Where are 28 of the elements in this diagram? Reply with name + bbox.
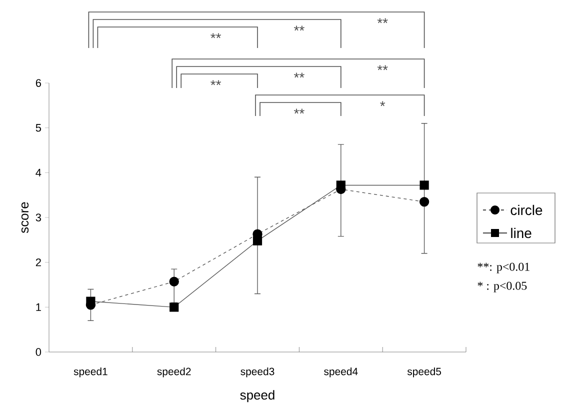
x-tick-label: speed4 <box>324 368 358 378</box>
note: **: p<0.01 <box>478 262 530 274</box>
significance-label: ** <box>377 18 388 24</box>
legend-label: circle <box>510 204 542 216</box>
x-tick-label: speed2 <box>157 368 191 378</box>
legend-label: line <box>511 228 532 238</box>
y-tick-label: 2 <box>36 258 41 266</box>
y-tick-label: 4 <box>36 168 42 176</box>
y-tick-label: 0 <box>36 348 42 356</box>
significance-label: ** <box>210 33 222 38</box>
x-tick-label: speed3 <box>240 368 274 378</box>
significance-label: ** <box>377 65 388 70</box>
legend-entry: line <box>482 228 532 238</box>
note: * : p<0.05 <box>478 282 527 292</box>
legend-entry: circle <box>482 204 542 216</box>
significance-label: ** <box>294 108 304 114</box>
y-tick-label: 5 <box>36 124 42 132</box>
y-tick-label: 6 <box>36 79 41 87</box>
y-tick-label: 3 <box>36 214 41 222</box>
significance-label: ** <box>294 26 304 31</box>
significance-label: ** <box>294 72 304 78</box>
significance-label: * <box>380 101 386 106</box>
x-tick-label: speed1 <box>74 368 108 378</box>
y-tick-label: 1 <box>36 303 41 311</box>
significance-label: ** <box>210 80 222 86</box>
x-tick-label: speed5 <box>407 368 442 378</box>
x-axis-title: speed <box>240 390 274 402</box>
y-axis-title: score <box>21 202 29 233</box>
